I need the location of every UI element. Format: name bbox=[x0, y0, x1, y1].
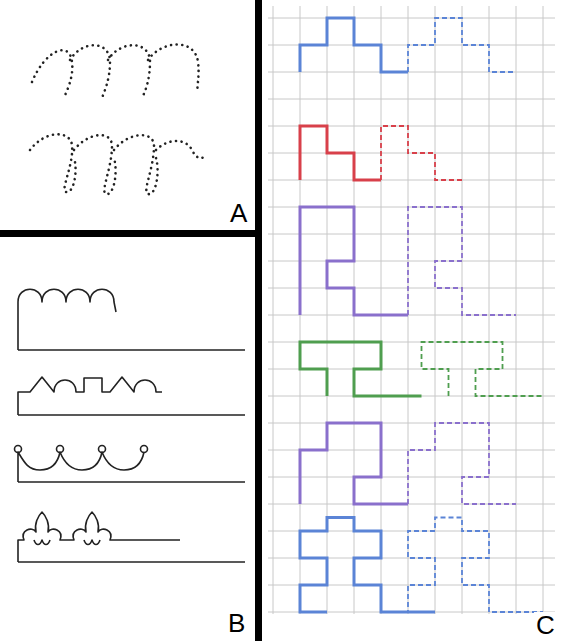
sample-pattern bbox=[300, 207, 408, 315]
panel-letter: C bbox=[534, 612, 557, 638]
continued-pattern bbox=[408, 18, 516, 72]
sample-pattern bbox=[300, 423, 408, 504]
grid-patterns bbox=[300, 18, 543, 612]
divider bbox=[255, 0, 262, 641]
continued-pattern bbox=[381, 126, 462, 180]
divider bbox=[0, 230, 258, 237]
panel-letter: B bbox=[226, 610, 247, 636]
panel-letter: A bbox=[228, 200, 249, 226]
sample-pattern bbox=[300, 342, 422, 396]
sample-pattern bbox=[300, 18, 408, 72]
continued-pattern bbox=[408, 423, 516, 504]
continued-pattern bbox=[408, 207, 516, 315]
continued-pattern bbox=[408, 518, 543, 613]
border-patterns bbox=[15, 289, 246, 562]
sample-pattern bbox=[300, 126, 381, 180]
grid-paper bbox=[268, 6, 555, 614]
continued-pattern bbox=[422, 342, 544, 396]
dotted-tracing bbox=[30, 45, 206, 195]
